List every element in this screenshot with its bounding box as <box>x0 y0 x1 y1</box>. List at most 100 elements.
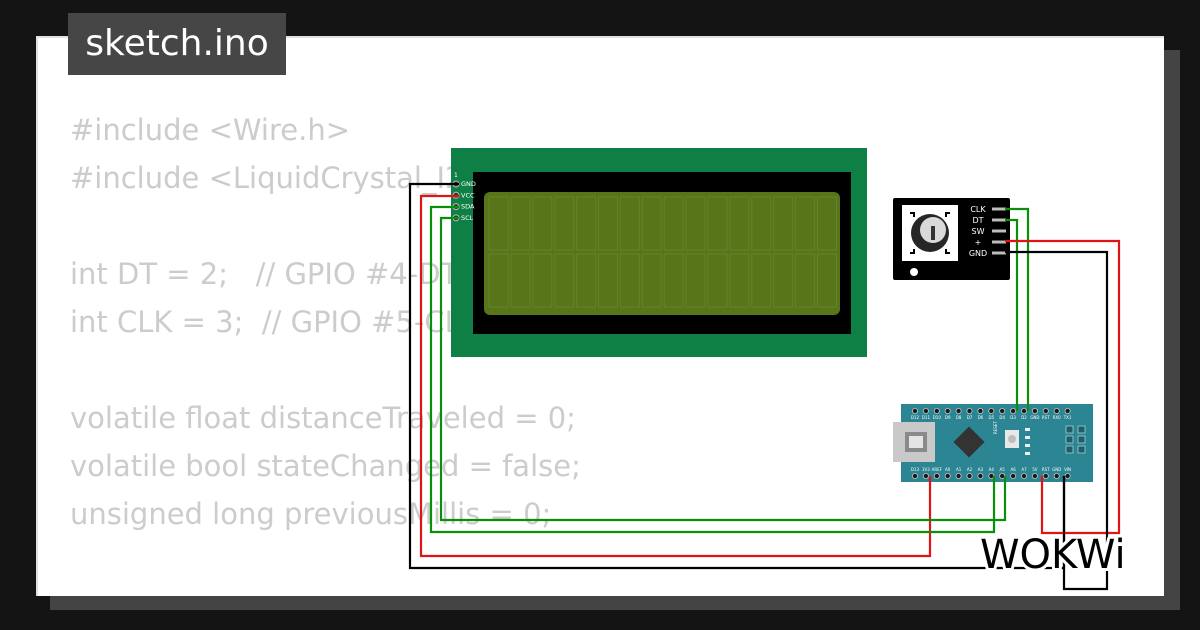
arduino-top-pin-label: D6 <box>978 415 984 420</box>
arduino-bottom-pin[interactable] <box>1053 472 1060 479</box>
lcd-character-cell <box>663 253 684 308</box>
arduino-top-pin[interactable] <box>1021 407 1028 414</box>
icsp-pin <box>1077 425 1086 434</box>
arduino-bottom-pin[interactable] <box>1042 472 1049 479</box>
arduino-top-pin[interactable] <box>1010 407 1017 414</box>
icsp-pin <box>1065 425 1074 434</box>
arduino-top-pin-label: D3 <box>1010 415 1016 420</box>
arduino-top-pin[interactable] <box>944 407 951 414</box>
arduino-top-pin[interactable] <box>922 407 929 414</box>
arduino-bottom-pin[interactable] <box>912 472 919 479</box>
code-line: int DT = 2; // GPIO #4-DT <box>70 257 459 291</box>
lcd-character-cell <box>707 253 728 308</box>
icsp-header <box>1065 425 1086 454</box>
lcd-character-cell <box>663 196 684 251</box>
file-title: sketch.ino <box>68 13 286 75</box>
arduino-top-pin[interactable] <box>1031 407 1038 414</box>
encoder-pin[interactable] <box>992 229 1006 233</box>
lcd-character-cell <box>685 253 706 308</box>
wokwi-logo-outline: WOKWi <box>980 532 1126 578</box>
arduino-top-pin-label: D8 <box>956 415 962 420</box>
lcd-character-cell <box>554 196 575 251</box>
status-led <box>1025 436 1030 439</box>
wire-encoder-dt <box>1005 218 1019 411</box>
arduino-top-pin-label: RX0 <box>1053 415 1062 420</box>
lcd-character-cell <box>576 196 597 251</box>
lcd-character-cell <box>532 196 553 251</box>
wire-encoder-vcc <box>1005 239 1121 535</box>
arduino-bottom-pin[interactable] <box>955 472 962 479</box>
arduino-bottom-pin-label: D13 <box>911 467 920 472</box>
arduino-bottom-pin[interactable] <box>1031 472 1038 479</box>
lcd-character-cell <box>532 253 553 308</box>
arduino-bottom-pin[interactable] <box>922 472 929 479</box>
encoder-pin[interactable] <box>992 240 1006 244</box>
wokwi-logo-text: WOKWi <box>980 532 1126 578</box>
arduino-top-pin[interactable] <box>912 407 919 414</box>
encoder-pin[interactable] <box>992 218 1006 222</box>
encoder-pin[interactable] <box>992 207 1006 211</box>
wokwi-logo: WOKWi WOKWi <box>977 529 1129 581</box>
arduino-bottom-pin-label: GND <box>1052 467 1061 472</box>
arduino-top-pin[interactable] <box>1053 407 1060 414</box>
arduino-top-pin[interactable] <box>999 407 1006 414</box>
arduino-bottom-pin[interactable] <box>977 472 984 479</box>
lcd-character-cell <box>751 196 772 251</box>
status-led <box>1025 452 1030 455</box>
encoder-pin-label: CLK <box>970 205 986 214</box>
lcd-screen <box>484 192 840 315</box>
code-preview: #include <Wire.h>#include <LiquidCrystal… <box>70 106 623 596</box>
arduino-bottom-pin-label: A7 <box>1021 467 1027 472</box>
arduino-bottom-pin[interactable] <box>944 472 951 479</box>
reset-button-cap <box>1008 435 1016 443</box>
arduino-top-pin-label: D5 <box>988 415 994 420</box>
arduino-top-pin[interactable] <box>988 407 995 414</box>
wires <box>408 182 1121 591</box>
arduino-top-pin[interactable] <box>1064 407 1071 414</box>
arduino-bottom-pin-label: RST <box>1042 467 1050 472</box>
arduino-top-pin-label: D10 <box>933 415 942 420</box>
arduino-top-pin[interactable] <box>1042 407 1049 414</box>
lcd-character-cell <box>729 196 750 251</box>
arduino-bottom-pin[interactable] <box>1010 472 1017 479</box>
lcd-character-cell <box>641 253 662 308</box>
arduino-top-pin-label: GND <box>1030 415 1039 420</box>
lcd-character-cell <box>619 196 640 251</box>
reset-label: RESET <box>993 421 998 434</box>
arduino-top-pin-label: D11 <box>922 415 931 420</box>
icsp-pin <box>1077 445 1086 454</box>
lcd-character-cell <box>554 253 575 308</box>
arduino-bottom-pin[interactable] <box>1021 472 1028 479</box>
encoder-pin[interactable] <box>992 251 1006 255</box>
lcd-character-grid <box>488 196 837 308</box>
arduino-bottom-pin-label: A6 <box>1010 467 1016 472</box>
lcd-pin-label: SDA <box>461 203 475 211</box>
arduino-top-pin[interactable] <box>955 407 962 414</box>
lcd-character-cell <box>817 253 837 308</box>
arduino-bottom-pin[interactable] <box>933 472 940 479</box>
lcd-pin-marker: 1 <box>454 172 458 179</box>
arduino-bottom-pin-label: A5 <box>1000 467 1006 472</box>
arduino-bottom-pin[interactable] <box>1064 472 1071 479</box>
lcd-character-cell <box>795 196 816 251</box>
arduino-top-pin[interactable] <box>933 407 940 414</box>
arduino-bottom-pin[interactable] <box>966 472 973 479</box>
lcd-character-cell <box>685 196 706 251</box>
code-line: // Define LCD dimensions and address <box>70 586 623 596</box>
lcd-character-cell <box>576 253 597 308</box>
lcd-character-cell <box>488 253 509 308</box>
lcd-character-cell <box>707 196 728 251</box>
encoder-knob-notch <box>931 226 935 240</box>
arduino-top-pin-label: D2 <box>1021 415 1027 420</box>
arduino-top-pin-label: D12 <box>911 415 920 420</box>
encoder-pin-label: GND <box>969 249 987 258</box>
arduino-bottom-pin-label: A2 <box>967 467 973 472</box>
arduino-top-pin[interactable] <box>977 407 984 414</box>
lcd-pin-label: GND <box>461 180 476 188</box>
arduino-top-pin[interactable] <box>966 407 973 414</box>
icsp-pin <box>1065 435 1074 444</box>
